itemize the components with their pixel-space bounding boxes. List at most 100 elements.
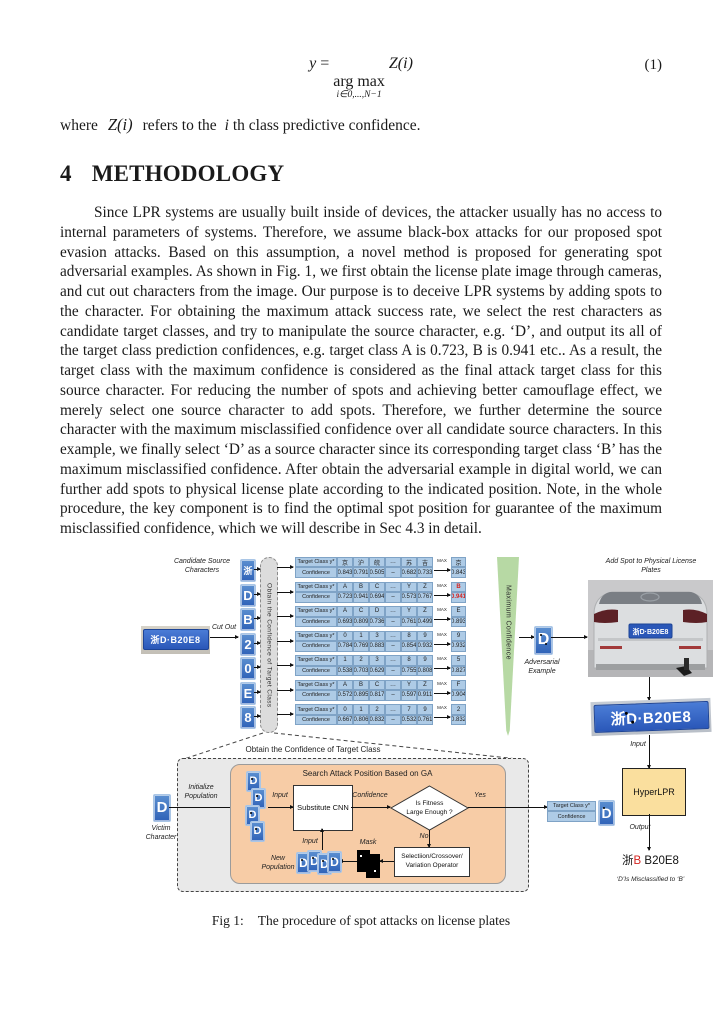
svg-text:浙D·B20E8: 浙D·B20E8	[633, 627, 669, 636]
ga-input-bottom-label: Input	[302, 837, 318, 845]
argmax-subscript: i∈0,...,N−1	[336, 90, 382, 101]
target-class-cell: Z	[417, 581, 433, 592]
license-plate-photo: 浙D·B20E8	[141, 625, 210, 654]
source-character-tile: 0	[240, 657, 256, 681]
source-character-tile: 浙	[240, 558, 256, 582]
figure-caption-label: Fig 1:	[211, 912, 244, 928]
car-rear-illustration: 浙D·B20E8	[588, 579, 713, 677]
target-class-cell: 9	[417, 704, 433, 715]
mask-rect-2	[366, 853, 380, 878]
source-character-tile: 8	[240, 706, 256, 730]
confidence-cell: 0.854	[401, 641, 417, 652]
confidence-cell: 0.791	[353, 567, 369, 578]
target-class-cell: Y	[401, 606, 417, 617]
confidence-label: Confidence	[295, 616, 337, 627]
target-class-cell: …	[385, 606, 401, 617]
svg-text:Is Fitness: Is Fitness	[416, 800, 445, 807]
section-number: 4	[60, 161, 72, 187]
tile-to-pill-arrow	[254, 616, 261, 620]
max-result-char: F	[451, 679, 466, 691]
no-label: No	[419, 832, 429, 840]
max-result-value: 0.832	[451, 714, 466, 726]
max-arrow	[434, 690, 451, 695]
add-spot-label: Add Spot to Physical License Plates	[605, 557, 697, 574]
victim-character-tile: D	[153, 793, 171, 822]
target-class-cell: D	[369, 606, 385, 617]
initial-population-tile: D	[250, 820, 265, 842]
input-label: Input	[630, 740, 646, 748]
max-block: MAX	[434, 606, 451, 627]
target-class-label: Target Class y*	[295, 679, 337, 691]
target-class-cell: …	[385, 581, 401, 592]
source-character-tile: E	[240, 681, 256, 705]
target-class-cell: 2	[353, 655, 369, 666]
max-result-char: 京	[451, 556, 466, 568]
tile-to-pill-arrow	[254, 665, 261, 670]
tile-to-pill-arrow	[254, 566, 261, 571]
target-class-cell: C	[369, 581, 385, 592]
target-class-label: Target Class y*	[295, 630, 337, 642]
confidence-cell: 0.809	[353, 616, 369, 627]
confidence-cell: 0.832	[369, 714, 385, 726]
confidence-cell: 0.784	[337, 641, 353, 652]
target-class-cell: A	[337, 581, 353, 592]
confidence-cell: 0.736	[369, 616, 385, 627]
target-class-cell: 苏	[401, 556, 417, 568]
target-class-cell: B	[353, 679, 369, 691]
target-class-cell: Z	[417, 679, 433, 691]
newpop-to-cnn-arrow	[320, 827, 324, 850]
target-class-label: Target Class y*	[295, 704, 337, 715]
fitness-diamond: Is Fitness Large Enough ?	[390, 785, 469, 831]
target-class-cell: 1	[353, 630, 369, 642]
operator-to-mask-arrow	[379, 858, 394, 863]
z-of-i: Z(i)	[107, 115, 133, 135]
confidence-cell: –	[385, 641, 401, 652]
target-class-cell: Z	[417, 606, 433, 617]
adversarial-to-car-arrow	[551, 634, 588, 639]
confidence-cell: 0.911	[417, 690, 433, 701]
car-photo: 浙D·B20E8	[588, 579, 713, 677]
svg-text:Large Enough ?: Large Enough ?	[406, 809, 453, 816]
operator-box: Selectiion/Crossover/ Variation Operator	[394, 846, 470, 877]
pill-to-table-arrow	[277, 687, 294, 692]
target-class-cell: 8	[401, 655, 417, 666]
max-result-char: 9	[451, 630, 466, 642]
max-block: MAX	[434, 704, 451, 725]
methodology-paragraph: Since LPR systems are usually built insi…	[60, 204, 662, 538]
equation-rhs: Z(i)	[388, 55, 413, 72]
target-class-label: Target Class y*	[295, 655, 337, 666]
tile-to-pill-arrow	[254, 591, 261, 596]
confidence-cell: 0.761	[417, 714, 433, 726]
confidence-label: Confidence	[295, 665, 337, 677]
target-class-cell: 吉	[417, 556, 433, 568]
ga-search-title: Search Attack Position Based on GA	[302, 768, 433, 778]
source-character-tile: 2	[240, 632, 256, 656]
tile-to-pill-arrow	[254, 689, 261, 694]
max-arrow	[434, 567, 451, 572]
pill-to-table-arrow	[277, 638, 294, 643]
confidence-cell: 0.817	[369, 690, 385, 701]
victim-character-label: Victim Character	[145, 824, 177, 841]
source-character-tile: D	[240, 583, 256, 607]
i-variable: i	[224, 117, 229, 135]
confidence-cell: 0.808	[417, 665, 433, 677]
target-class-cell: …	[385, 679, 401, 691]
confidence-cell: –	[385, 592, 401, 603]
equation-number: (1)	[644, 57, 663, 73]
max-result-char: B	[451, 581, 466, 592]
adversarial-example-label: Adversarial Example	[524, 658, 560, 675]
ga-outer-label: Obtain the Confidence of Target Class	[245, 744, 381, 754]
confidence-label: Confidence	[295, 592, 337, 603]
confidence-cell: 0.895	[353, 690, 369, 701]
confidence-cell: –	[385, 690, 401, 701]
max-result-char: 5	[451, 655, 466, 666]
equation-lhs: y	[309, 55, 317, 72]
target-class-cell: 0	[337, 630, 353, 642]
